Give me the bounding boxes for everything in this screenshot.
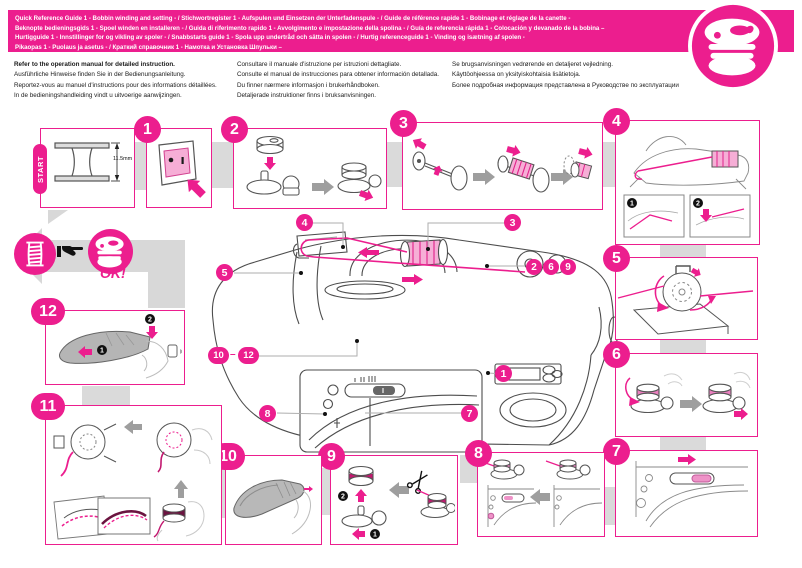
flow-connector	[82, 386, 130, 406]
wound-bobbin-badge-icon	[88, 229, 133, 274]
svg-text:2: 2	[148, 317, 152, 324]
bobbin-spool-icon	[688, 1, 778, 91]
step-box-9: 9 2 1	[318, 443, 458, 545]
winding-illustration	[625, 371, 751, 420]
flow-connector	[135, 142, 146, 190]
threading-illustration: 1 2	[623, 136, 751, 238]
scissors-icon	[406, 470, 428, 494]
callout-5: 5	[216, 264, 233, 281]
step-box-1: 1	[134, 116, 212, 208]
svg-text:2: 2	[341, 494, 345, 501]
flow-connector	[660, 339, 706, 354]
step-number-badge: 3	[390, 110, 417, 137]
bobbin-on-winder-illustration	[246, 135, 382, 202]
flow-connector	[604, 487, 616, 525]
bobbin-cover-illustration	[233, 479, 313, 535]
note-line: Käyttöohjeessa on yksityiskohtaisia lisä…	[452, 71, 581, 79]
thread-guide-illustration	[617, 265, 754, 335]
flow-connector	[660, 244, 706, 258]
note-line: Du finner nærmere informasjon i brukerhå…	[237, 81, 380, 89]
sewing-machine-diagram	[211, 222, 620, 453]
flow-connector	[387, 142, 403, 187]
flow-connector	[321, 468, 331, 515]
note-line: Detaljerade instruktioner finns i bruksa…	[237, 91, 376, 99]
callout-range-dash: –	[230, 349, 236, 360]
step-number-badge: 12	[31, 298, 65, 325]
insert-bobbin-illustration	[53, 420, 213, 542]
step-box-11: 11	[31, 393, 222, 545]
step-box-3: 3	[390, 110, 603, 210]
note-line: Se brugsanvisningen vedrørende en detalj…	[452, 61, 614, 68]
note-line: Consulte el manual de instrucciones para…	[237, 71, 439, 79]
step-number-badge: 6	[603, 341, 630, 368]
step-number-badge: 2	[221, 116, 248, 143]
callout-6: 6	[543, 259, 559, 275]
spool-pin-illustration	[412, 138, 593, 193]
ok-label: OK!	[100, 265, 126, 281]
pointing-hand-icon	[57, 243, 87, 261]
note-line: Consultare il manuale d'istruzione per i…	[237, 61, 402, 68]
step-number-badge: 9	[318, 443, 345, 470]
step-number-badge: 8	[465, 440, 492, 467]
thread-spool-badge-icon	[14, 233, 56, 275]
header-line-2: Beknopte bedieningsgids 1 - Spoel winden…	[15, 24, 605, 32]
winder-switch-illustration	[635, 454, 749, 528]
step-box-6: 6	[603, 341, 758, 437]
flow-connector	[601, 142, 616, 187]
flow-connector	[212, 142, 233, 188]
header-line-1: Quick Reference Guide 1 - Bobbin winding…	[15, 15, 571, 22]
step-box-2: 2	[221, 116, 387, 209]
header-line-3: Hurtigguide 1 - Innstillinger for og vik…	[15, 34, 525, 42]
empty-bobbin-diagram	[54, 142, 120, 182]
step-box-7: 7	[603, 438, 758, 537]
remove-bobbin-illustration: 2 1	[338, 465, 455, 540]
callout-9: 9	[560, 259, 576, 275]
replace-cover-illustration: 1 2	[59, 314, 182, 379]
callout-8: 8	[259, 405, 276, 422]
note-line: Ausführliche Hinweise finden Sie in der …	[14, 71, 186, 79]
callout-3: 3	[504, 214, 521, 231]
thread-path	[300, 237, 526, 273]
notes-column-1: Refer to the operation manual for detail…	[14, 60, 217, 101]
start-badge: START	[33, 144, 47, 194]
note-line: Более подробная информация представлена …	[452, 81, 679, 89]
callout-7: 7	[461, 405, 478, 422]
notes-column-2: Consultare il manuale d'istruzione per i…	[237, 60, 439, 101]
step-box-12: 12 1 2	[31, 298, 185, 385]
flow-connector	[660, 436, 706, 451]
step-number-badge: 5	[603, 245, 630, 272]
step-box-8: 8	[465, 440, 605, 537]
svg-text:2: 2	[696, 201, 700, 208]
callout-10: 10	[208, 347, 229, 364]
note-line: In de bedieningshandleiding vindt u uitv…	[14, 91, 182, 99]
step-box-4: 4 1 2	[603, 108, 760, 245]
callout-12: 12	[238, 347, 259, 364]
svg-text:1: 1	[373, 532, 377, 539]
svg-text:1: 1	[100, 348, 104, 355]
step-number-badge: 1	[134, 116, 161, 143]
step-box-5: 5	[603, 245, 758, 340]
step-box-10: 10	[211, 443, 322, 545]
header-line-4: Pikaopas 1 - Puolaus ja asetus - / Кратк…	[15, 44, 282, 52]
power-switch-illustration	[158, 140, 206, 198]
switch-back-illustration	[479, 459, 602, 527]
callout-leader-lines	[234, 222, 525, 415]
bobbin-height-dimension: 11.5mm	[113, 156, 133, 162]
svg-text:1: 1	[630, 201, 634, 208]
header-banner: Quick Reference Guide 1 - Bobbin winding…	[8, 10, 794, 52]
step-number-badge: 7	[603, 438, 630, 465]
notes-column-3: Se brugsanvisningen vedrørende en detalj…	[452, 60, 679, 91]
step-number-badge: 11	[31, 393, 65, 420]
note-line: Reportez-vous au manuel d'instructions p…	[14, 81, 217, 89]
start-box: START 11.5mm	[33, 128, 135, 208]
step-number-badge: 4	[603, 108, 630, 135]
callout-1: 1	[495, 365, 512, 382]
callout-2: 2	[526, 259, 542, 275]
callout-4: 4	[296, 214, 313, 231]
note-line: Refer to the operation manual for detail…	[14, 61, 175, 68]
